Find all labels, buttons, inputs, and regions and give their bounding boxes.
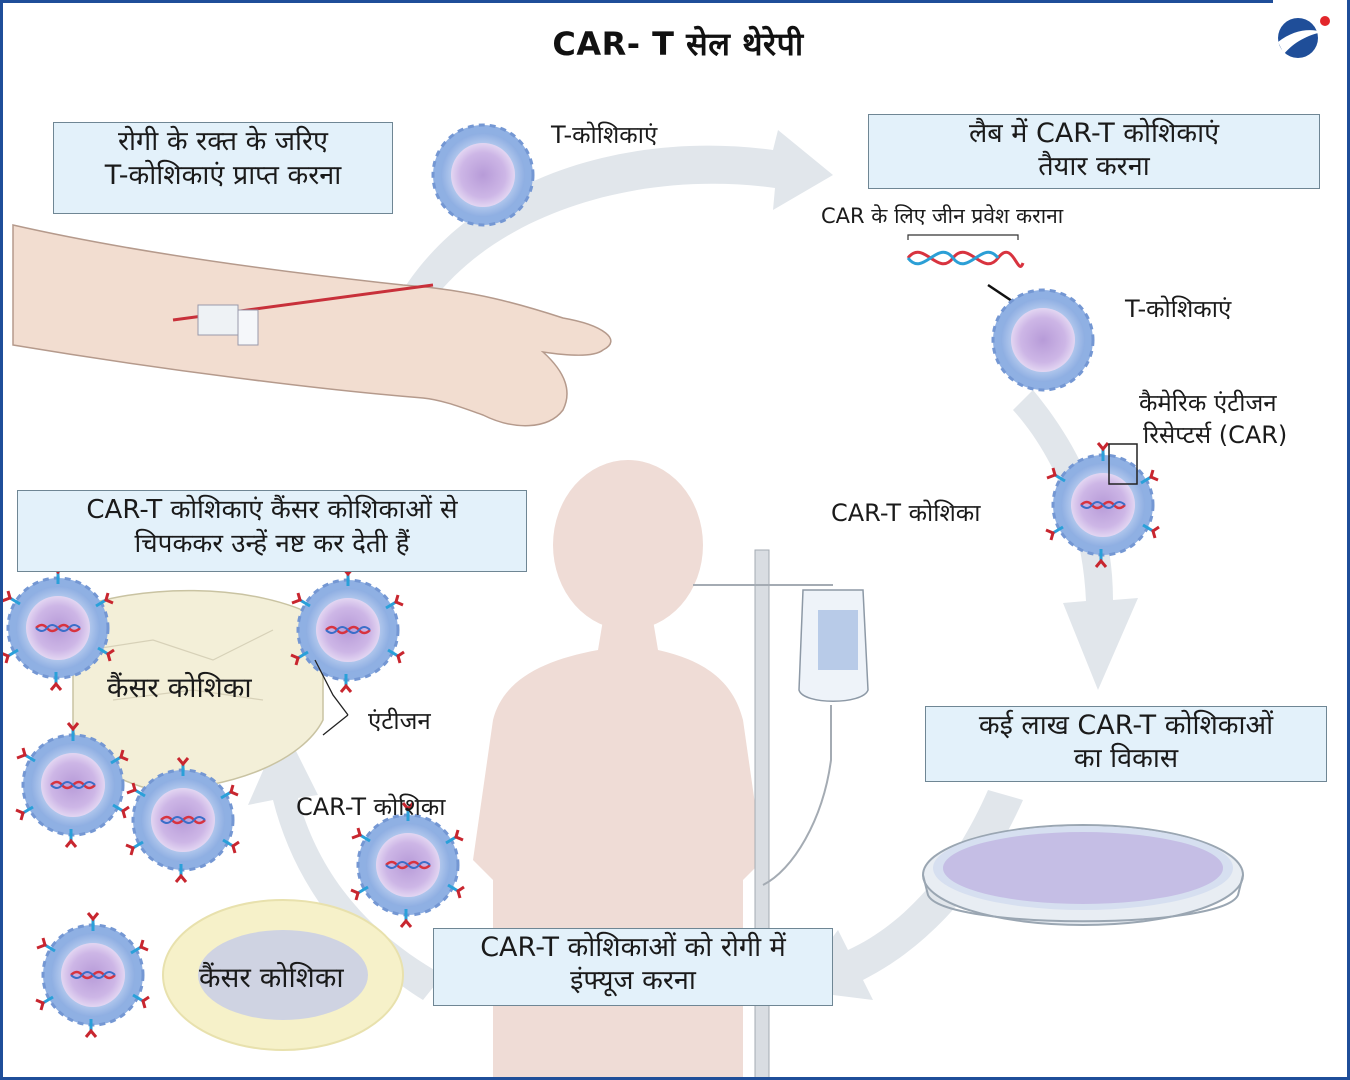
t-cells-top-label: T-कोशिकाएं xyxy=(551,121,658,149)
gene-insert-label: CAR के लिए जीन प्रवेश कराना xyxy=(821,204,1064,228)
t-cell-icon xyxy=(431,123,535,227)
step-infuse-line1: CAR-T कोशिकाओं को रोगी में xyxy=(480,932,786,963)
step-infuse-box: CAR-T कोशिकाओं को रोगी में इंफ्यूज करना xyxy=(433,928,833,1006)
step-attack-box: CAR-T कोशिकाएं कैंसर कोशिकाओं से चिपककर … xyxy=(17,490,527,572)
step-grow-line1: कई लाख CAR-T कोशिकाओं xyxy=(978,710,1274,741)
car-t-cell-left-label: CAR-T कोशिका xyxy=(296,793,446,821)
page-title: CAR- T सेल थेरेपी xyxy=(552,25,804,63)
car-receptor-label-line2: रिसेप्टर्स (CAR) xyxy=(1143,421,1288,449)
car-t-cell-right-label: CAR-T कोशिका xyxy=(831,499,981,527)
step-infuse-line2: इंफ्यूज करना xyxy=(570,965,696,996)
arm-icon xyxy=(12,224,612,427)
step-grow-line2: का विकास xyxy=(1073,743,1179,774)
step-collect-box: रोगी के रक्त के जरिए T-कोशिकाएं प्राप्त … xyxy=(53,122,393,214)
cancer-cell-bottom-label: कैंसर कोशिका xyxy=(199,961,344,994)
cancer-cell-top-label: कैंसर कोशिका xyxy=(107,671,252,704)
step-lab-box: लैब में CAR-T कोशिकाएं तैयार करना xyxy=(868,114,1320,189)
step-attack-line2: चिपककर उन्हें नष्ट कर देती हैं xyxy=(134,529,410,559)
step-attack-line1: CAR-T कोशिकाएं कैंसर कोशिकाओं से xyxy=(86,495,458,525)
step-collect-line1: रोगी के रक्त के जरिए xyxy=(118,126,328,157)
step-lab-line1: लैब में CAR-T कोशिकाएं xyxy=(968,118,1220,149)
t-cells-lab-label: T-कोशिकाएं xyxy=(1125,295,1232,323)
step-collect-line2: T-कोशिकाएं प्राप्त करना xyxy=(104,160,342,191)
top-border xyxy=(3,0,1273,3)
t-cell-icon xyxy=(991,288,1095,392)
antigen-label: एंटीजन xyxy=(368,707,431,735)
petri-dish-icon xyxy=(922,824,1244,926)
cancer-cell-icon xyxy=(162,899,404,1051)
car-t-cell-icon xyxy=(36,913,149,1037)
step-grow-box: कई लाख CAR-T कोशिकाओं का विकास xyxy=(925,706,1327,782)
step-lab-line2: तैयार करना xyxy=(1038,151,1150,182)
car-receptor-label-line1: कैमेरिक एंटीजन xyxy=(1139,389,1277,417)
logo-icon xyxy=(1278,16,1330,58)
